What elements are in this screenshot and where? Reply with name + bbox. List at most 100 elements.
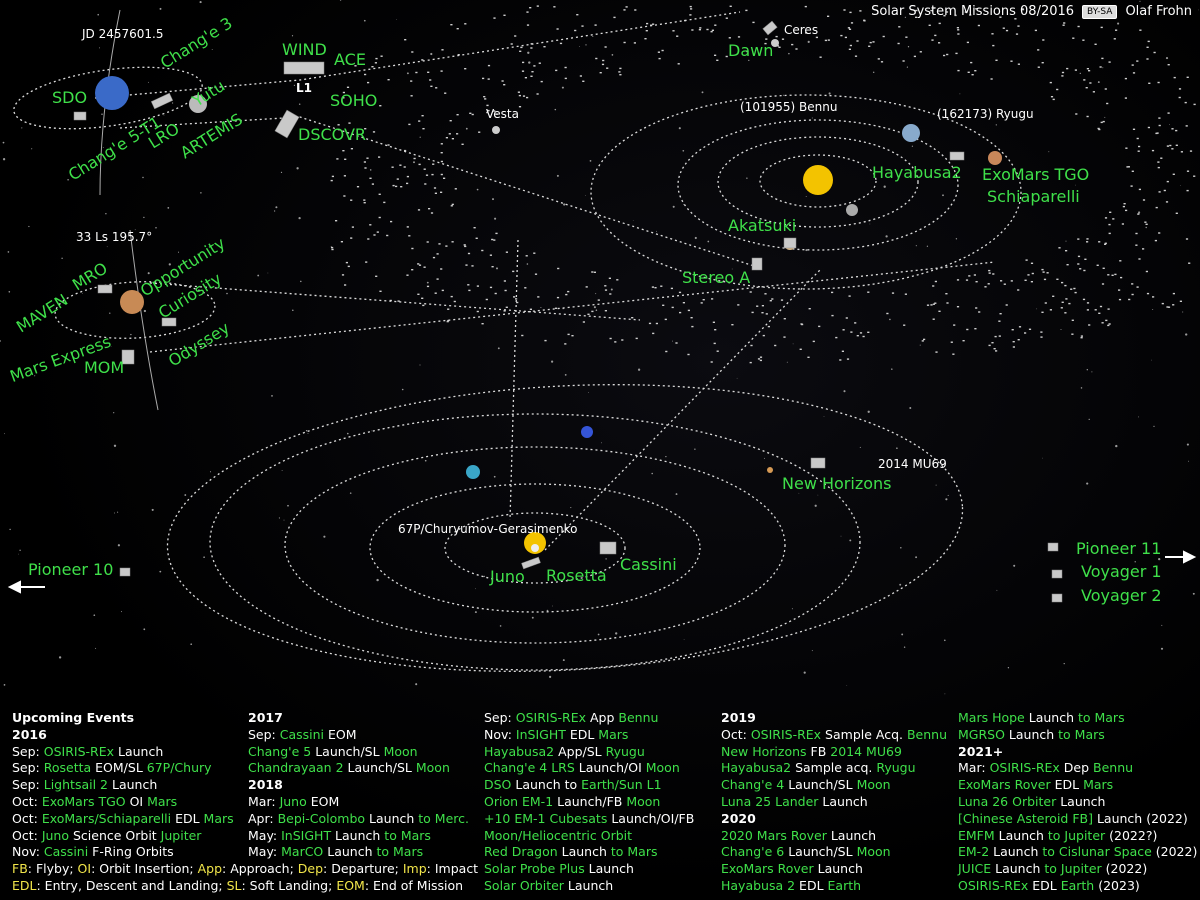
event-target: to Jupiter xyxy=(1047,827,1106,843)
asteroid xyxy=(336,158,339,160)
asteroid xyxy=(386,234,389,237)
star xyxy=(200,192,202,194)
asteroid xyxy=(418,264,422,266)
event-item: Chandrayaan 2 Launch/SL Moon xyxy=(248,760,469,777)
asteroid xyxy=(1158,124,1161,127)
asteroid xyxy=(350,237,353,239)
asteroid xyxy=(930,9,933,12)
star xyxy=(113,512,115,514)
star xyxy=(867,410,870,413)
asteroid xyxy=(343,175,346,177)
asteroid xyxy=(524,77,527,79)
schiaparelli-label: Schiaparelli xyxy=(987,187,1080,206)
event-target: Mars xyxy=(598,726,629,742)
asteroid xyxy=(1086,238,1089,240)
asteroid xyxy=(1089,82,1092,84)
asteroid xyxy=(365,261,368,263)
event-date: Sep: xyxy=(12,760,44,776)
asteroid xyxy=(340,241,343,243)
dawn-label: Dawn xyxy=(728,41,774,60)
asteroid xyxy=(995,59,998,61)
star xyxy=(117,544,121,547)
asteroid xyxy=(859,10,862,12)
asteroid xyxy=(938,22,941,25)
event-item: Sep: OSIRIS-REx Launch xyxy=(12,744,234,761)
asteroid xyxy=(493,110,496,112)
license-badge[interactable]: BY-SA xyxy=(1082,4,1118,19)
star xyxy=(493,475,496,478)
asteroid xyxy=(783,318,786,320)
asteroid xyxy=(1097,127,1100,130)
asteroid xyxy=(356,186,360,188)
asteroid xyxy=(534,273,538,275)
asteroid xyxy=(877,58,880,60)
asteroid xyxy=(519,50,522,52)
star xyxy=(1086,482,1089,485)
asteroid xyxy=(345,261,348,264)
asteroid xyxy=(468,289,471,292)
star xyxy=(93,614,96,617)
asteroid xyxy=(387,144,390,146)
asteroid xyxy=(391,166,394,168)
asteroid xyxy=(1131,293,1134,296)
star xyxy=(142,176,144,179)
asteroid xyxy=(495,232,498,235)
star xyxy=(143,628,146,631)
asteroid xyxy=(1157,161,1160,163)
asteroid xyxy=(342,150,345,152)
asteroid xyxy=(374,62,377,64)
event-action: (2022) xyxy=(1151,844,1198,860)
star xyxy=(1138,211,1141,214)
star xyxy=(528,61,531,64)
ls-line xyxy=(129,229,159,411)
asteroid xyxy=(428,208,431,210)
event-date: Sep: xyxy=(484,710,516,725)
asteroid xyxy=(633,42,636,44)
star xyxy=(564,373,567,376)
event-action: Launch xyxy=(557,844,611,860)
asteroid xyxy=(1193,103,1196,106)
star xyxy=(944,639,946,642)
asteroid xyxy=(450,205,453,207)
star xyxy=(430,52,433,56)
asteroid xyxy=(978,311,981,313)
asteroid xyxy=(862,335,865,338)
star xyxy=(1102,67,1104,69)
asteroid xyxy=(1166,145,1169,147)
star xyxy=(291,35,294,37)
star xyxy=(562,659,565,662)
event-item: Mar: OSIRIS-REx Dep Bennu xyxy=(958,760,1197,777)
asteroid xyxy=(411,247,414,250)
abbrev-text: : Flyby; xyxy=(27,861,78,876)
asteroid xyxy=(1098,312,1101,314)
event-target: [Chinese Asteroid FB] xyxy=(958,810,1093,826)
star xyxy=(672,340,673,342)
asteroid xyxy=(819,56,822,58)
star xyxy=(807,40,810,44)
star xyxy=(701,91,704,94)
asteroid xyxy=(716,350,719,352)
star xyxy=(296,167,299,170)
asteroid xyxy=(518,94,521,97)
event-target: Cassini xyxy=(43,844,89,860)
star xyxy=(1075,184,1076,186)
mars-big xyxy=(120,290,144,314)
asteroid xyxy=(467,284,470,286)
star xyxy=(9,528,11,531)
asteroid xyxy=(436,253,439,255)
asteroid xyxy=(1041,311,1044,313)
star xyxy=(257,274,260,277)
asteroid xyxy=(601,63,605,66)
star xyxy=(339,0,342,1)
asteroid xyxy=(974,328,977,330)
asteroid xyxy=(749,361,752,364)
asteroid xyxy=(783,336,786,338)
asteroid xyxy=(854,55,858,57)
asteroid xyxy=(905,36,908,38)
event-target: MarCO xyxy=(281,844,324,860)
asteroid xyxy=(946,53,949,56)
asteroid xyxy=(599,72,602,74)
asteroid xyxy=(484,98,487,100)
asteroid xyxy=(576,14,579,16)
stereo-label: Stereo A xyxy=(682,268,751,287)
